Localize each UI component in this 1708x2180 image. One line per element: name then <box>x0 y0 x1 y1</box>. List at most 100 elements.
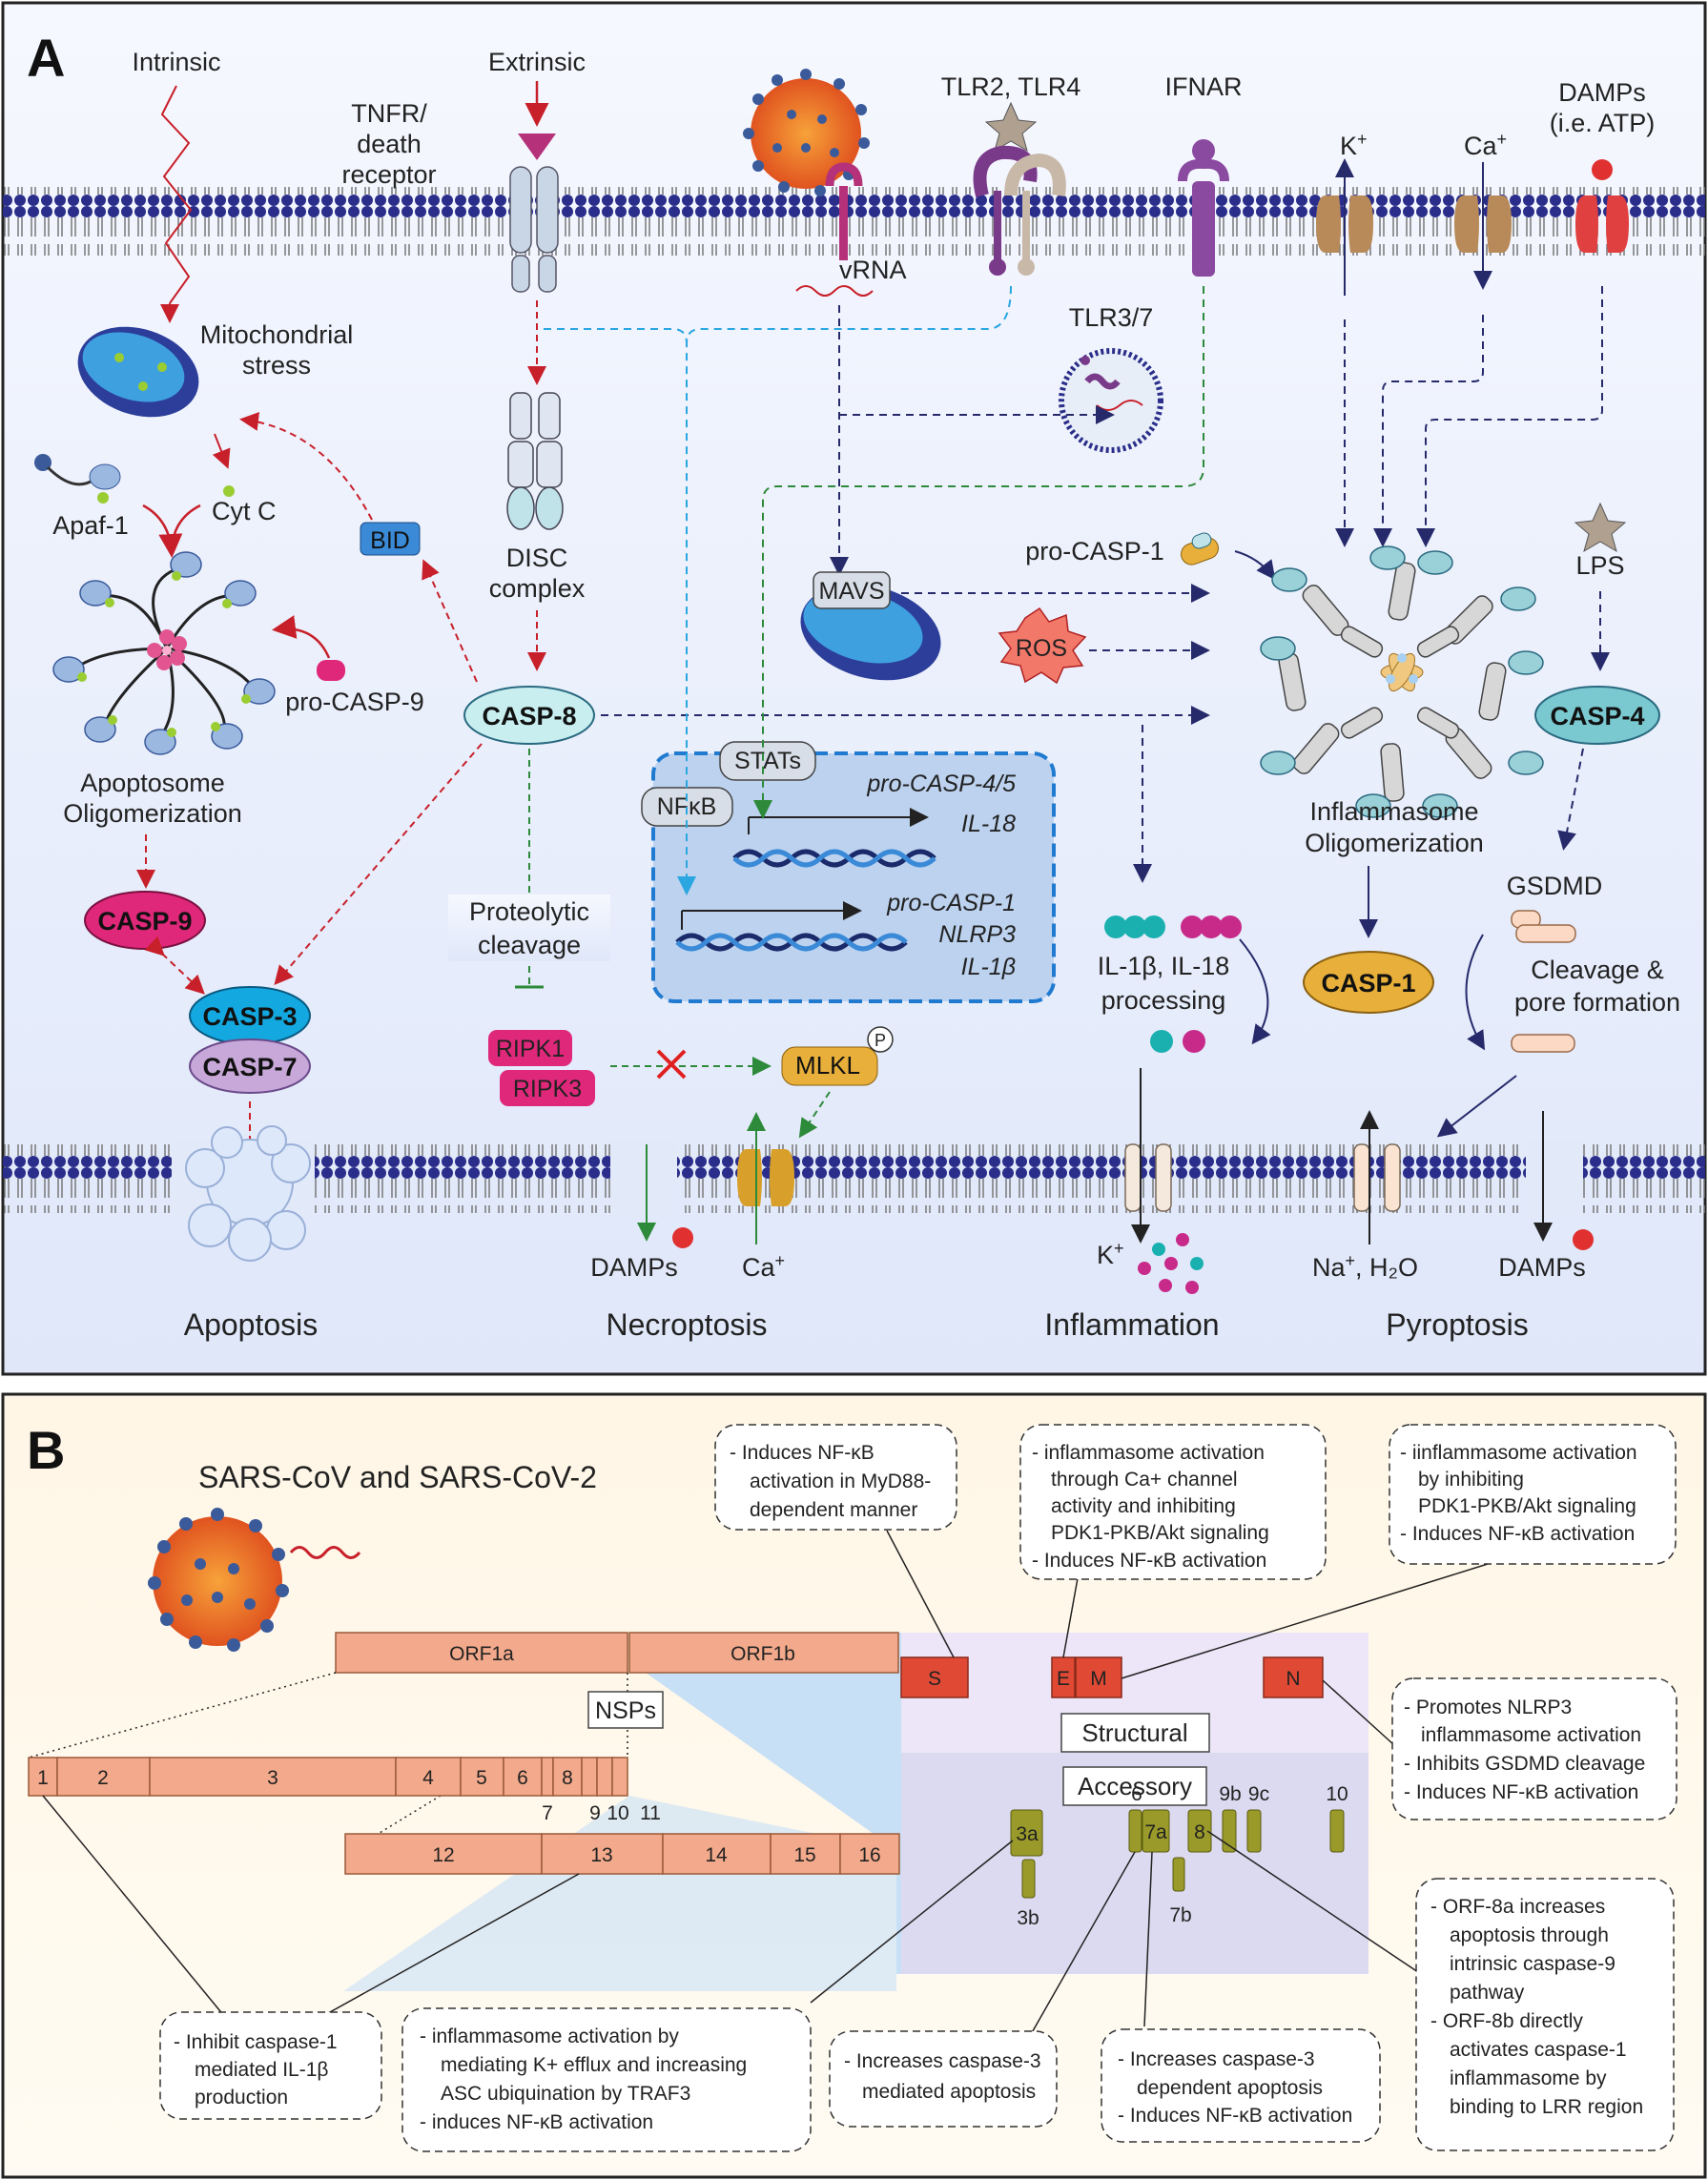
svg-text:- Induces NF-κB activation: - Induces NF-κB activation <box>1404 1781 1638 1803</box>
gsdmd-label: GSDMD <box>1507 872 1603 900</box>
nsp-2-label: 2 <box>97 1767 109 1789</box>
connector-lines <box>42 1530 1489 2037</box>
disc-label-2: complex <box>489 574 586 603</box>
svg-text:- Increases caspase-3: - Increases caspase-3 <box>844 2050 1041 2072</box>
note-m: - iinflammasome activation by inhibiting… <box>1389 1424 1677 1565</box>
pro-casp1-icon <box>1181 532 1219 566</box>
tlr24-receptor <box>973 101 1066 276</box>
note-n: - Promotes NLRP3 inflammasome activation… <box>1391 1677 1677 1820</box>
k-top-label: K+ <box>1340 130 1368 160</box>
svg-text:- Inhibit caspase-1: - Inhibit caspase-1 <box>174 2031 338 2053</box>
note-3b: - Increases caspase-3 mediated apoptosis <box>829 2030 1058 2128</box>
svg-text:- inflammasome activation: - inflammasome activation <box>1032 1442 1265 1464</box>
acc-9c <box>1246 1809 1262 1853</box>
phospho-icon: P <box>867 1026 894 1053</box>
svg-text:Accessory: Accessory <box>1078 1772 1192 1800</box>
svg-text:PDK1-PKB/Akt signaling: PDK1-PKB/Akt signaling <box>1418 1495 1636 1517</box>
damps-ball-pyroptosis <box>1573 1229 1594 1250</box>
svg-text:mediated apoptosis: mediated apoptosis <box>862 2081 1036 2103</box>
tnfr-label-2: death <box>357 130 422 158</box>
panel-b: B SARS-CoV and SARS-CoV-2 ORF1a ORF1b <box>1 1392 1707 2179</box>
ace2-receptor <box>825 162 863 260</box>
structural-label: Structural <box>1060 1713 1210 1753</box>
panel-a: A Intrinsic Extrinsic TNFR/ death recept… <box>1 1 1707 1376</box>
casp8-node: CASP-8 <box>463 686 595 745</box>
nsp-14-label: 14 <box>705 1844 728 1866</box>
acc-8: 8 <box>1187 1809 1212 1853</box>
nsp-6-label: 6 <box>517 1767 528 1789</box>
svg-text:- Induces NF-κB activation: - Induces NF-κB activation <box>1118 2105 1352 2127</box>
svg-text:intrinsic caspase-9: intrinsic caspase-9 <box>1450 1953 1615 1975</box>
nsp-13-label: 13 <box>590 1844 612 1866</box>
death-receptor <box>509 166 559 293</box>
cytc-label: Cyt C <box>212 497 277 525</box>
ca-top-label: Ca+ <box>1464 130 1507 160</box>
cytc-icon <box>223 485 235 497</box>
svg-text:- inflammasome activation by: - inflammasome activation by <box>420 2026 679 2047</box>
released-il-dots <box>1138 1233 1204 1294</box>
cleavage-label-2: pore formation <box>1514 988 1680 1017</box>
virus-b-icon <box>148 1508 289 1652</box>
apoptosome-label-2: Oligomerization <box>63 799 242 828</box>
damps-top-label-1: DAMPs <box>1558 78 1646 107</box>
damps-pyro-label: DAMPs <box>1498 1253 1586 1282</box>
damps-ball-necroptosis <box>672 1227 693 1248</box>
extrinsic-label: Extrinsic <box>488 48 586 76</box>
ros-burst: ROS <box>998 607 1087 685</box>
genes2-line3: IL-1β <box>961 954 1016 980</box>
cleavage-label-1: Cleavage & <box>1531 956 1664 984</box>
dna-helix-1 <box>732 849 936 868</box>
genes2-line2: NLRP3 <box>938 921 1016 948</box>
svg-text:mediating K+ efflux and incre: mediating K+ efflux and increasing <box>441 2054 747 2076</box>
svg-text:MAVS: MAVS <box>819 578 885 605</box>
svg-text:STATs: STATs <box>734 748 801 774</box>
expand-left-line <box>28 1672 337 1758</box>
svg-text:mediated IL-1β: mediated IL-1β <box>195 2059 329 2081</box>
casp8-to-casp3-arrow <box>274 743 483 986</box>
outcome-inflammation: Inflammation <box>1044 1307 1219 1342</box>
nsp-row-top <box>28 1757 628 1797</box>
acc-9b-label: 9b <box>1219 1783 1241 1805</box>
ca-to-inflammasome-arrow <box>1373 315 1484 547</box>
svg-text:- Increases caspase-3: - Increases caspase-3 <box>1118 2048 1315 2070</box>
nsps-label: NSPs <box>587 1691 664 1729</box>
note-nsp: - Inhibit caspase-1 mediated IL-1β produ… <box>159 2011 382 2120</box>
acc-6-label: 6 <box>1131 1783 1142 1805</box>
damps-bottom-label: DAMPs <box>590 1253 678 1282</box>
acc-9c-label: 9c <box>1248 1783 1269 1805</box>
svg-text:pathway: pathway <box>1450 1982 1525 2004</box>
panel-a-letter: A <box>27 28 65 88</box>
ripk1-node: RIPK1 <box>488 1030 572 1066</box>
il-processing-arrow <box>1239 938 1271 1045</box>
svg-text:CASP-7: CASP-7 <box>202 1053 297 1081</box>
svg-text:- Inhibits GSDMD cleavage: - Inhibits GSDMD cleavage <box>1404 1753 1645 1775</box>
nsp-11-label: 11 <box>640 1802 661 1824</box>
ifnar-label: IFNAR <box>1165 72 1243 101</box>
mitochondrion-icon <box>77 326 199 418</box>
stats-node: STATs <box>719 741 816 781</box>
orf1a-bar: ORF1a <box>335 1632 628 1674</box>
acc-7b <box>1172 1857 1185 1892</box>
acc-10 <box>1329 1809 1345 1853</box>
gene-s: S <box>900 1656 969 1698</box>
inflammasome-cage-icon <box>1260 545 1544 818</box>
svg-text:BID: BID <box>370 527 410 554</box>
pro-il-icons <box>1104 915 1242 938</box>
il-processing-label-2: processing <box>1101 986 1226 1015</box>
membrane-gap-pyroptosis <box>1526 1141 1583 1217</box>
svg-text:NSPs: NSPs <box>595 1697 656 1724</box>
svg-text:production: production <box>195 2087 288 2108</box>
acc-3b-label: 3b <box>1017 1907 1039 1929</box>
svg-text:P: P <box>875 1031 886 1050</box>
disc-complex-icon <box>506 392 564 530</box>
apoptosome-icon <box>52 551 276 755</box>
svg-text:RIPK1: RIPK1 <box>496 1036 565 1062</box>
casp3-node: CASP-3 <box>189 986 311 1045</box>
acc-7a: 7a <box>1142 1809 1170 1853</box>
genes1-line2: IL-18 <box>961 811 1016 837</box>
na-h2o-label: Na+, H₂O <box>1312 1251 1418 1282</box>
genes1-line1: pro-CASP-4/5 <box>866 771 1016 797</box>
svg-text:- iinflammasome activation: - iinflammasome activation <box>1400 1442 1637 1464</box>
acc-3a: 3a <box>1010 1809 1043 1857</box>
svg-text:S: S <box>928 1668 941 1690</box>
